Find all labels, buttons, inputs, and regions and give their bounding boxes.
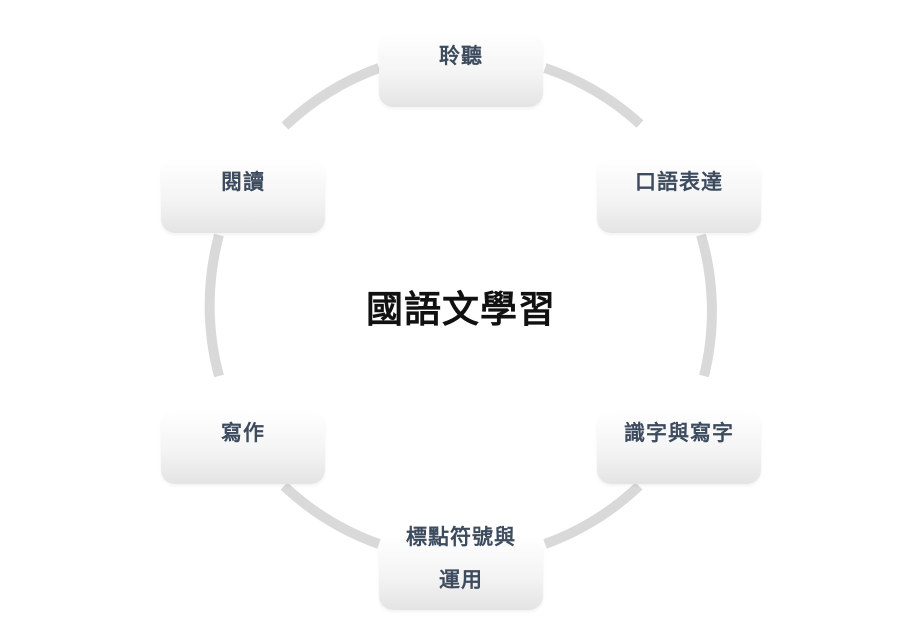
node-reading-label: 閱讀 — [221, 170, 265, 194]
ring-arc-top-left — [281, 63, 381, 130]
node-writing: 寫作 — [161, 410, 325, 484]
node-listening: 聆聽 — [379, 33, 543, 107]
node-punctuation-label-line2: 運用 — [439, 568, 483, 592]
node-punctuation: 標點符號與 運用 — [379, 525, 543, 610]
node-reading: 閱讀 — [161, 159, 325, 233]
ring-arc-left — [204, 233, 224, 378]
ring-arc-bottom-right — [543, 482, 643, 549]
node-listening-label: 聆聽 — [439, 44, 483, 68]
ring-arc-top-right — [543, 63, 644, 128]
node-characters: 識字與寫字 — [597, 410, 761, 484]
ring-arc-right — [696, 233, 717, 378]
node-characters-label: 識字與寫字 — [624, 421, 734, 445]
node-punctuation-label-line1: 標點符號與 — [406, 525, 516, 549]
node-speaking-label: 口語表達 — [635, 170, 723, 194]
node-speaking: 口語表達 — [597, 159, 761, 233]
ring-arc-bottom-left — [280, 482, 381, 549]
diagram-title: 國語文學習 — [366, 288, 556, 331]
node-writing-label: 寫作 — [221, 421, 265, 445]
